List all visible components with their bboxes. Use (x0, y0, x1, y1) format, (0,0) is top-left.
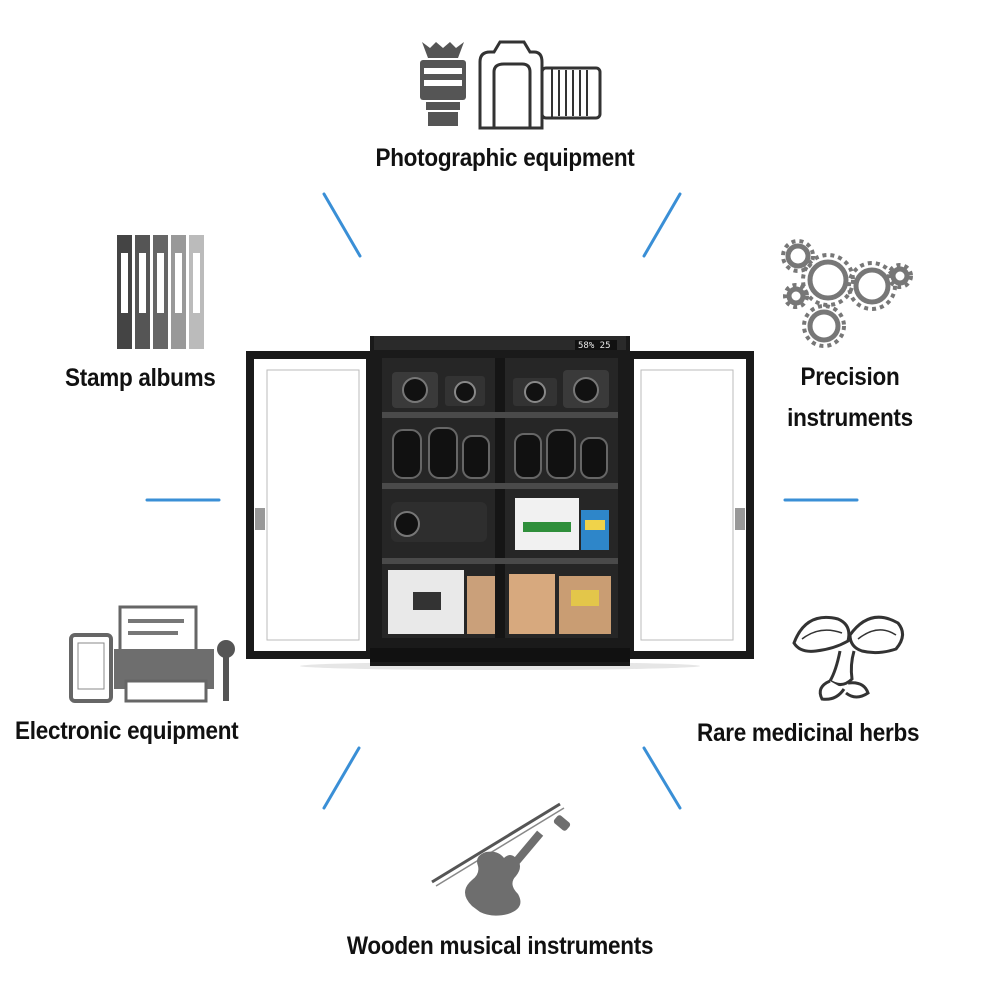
printer-paper (118, 605, 198, 655)
connector-top-right (642, 192, 682, 258)
label-wooden-musical-instruments: Wooden musical instruments (346, 932, 654, 960)
camcorder-shelf (391, 498, 609, 550)
label-precision-line1: Precision (800, 363, 900, 391)
boxes-shelf (388, 570, 611, 634)
label-electronic-equipment: Electronic equipment (15, 717, 239, 745)
cameras-shelf (392, 370, 609, 408)
connector-top-left (322, 192, 362, 258)
microphone-head (217, 640, 235, 658)
connector-bottom-left (322, 746, 361, 810)
dry-cabinet: 58% 25 (246, 336, 754, 670)
binder-albums-icon (117, 235, 204, 349)
lenses-shelf (392, 427, 608, 479)
camera-lens-icon (420, 40, 602, 130)
cabinet-left-door (246, 351, 374, 659)
connector-bottom-right (642, 746, 682, 810)
label-photographic-equipment: Photographic equipment (375, 144, 635, 172)
cabinet-right-door (626, 351, 754, 659)
label-precision-line2: instruments (787, 404, 913, 432)
label-stamp-albums: Stamp albums (65, 364, 216, 392)
bow-icon (431, 802, 561, 884)
cabinet-display-panel (575, 340, 617, 350)
gears-icon (781, 239, 913, 348)
lingzhi-mushroom-icon (792, 615, 904, 701)
tablet-printer-microphone-icon (69, 605, 235, 703)
violin-bow-icon (431, 802, 571, 916)
cabinet-display: 58% 25 (578, 341, 611, 351)
label-rare-medicinal-herbs: Rare medicinal herbs (697, 719, 920, 747)
